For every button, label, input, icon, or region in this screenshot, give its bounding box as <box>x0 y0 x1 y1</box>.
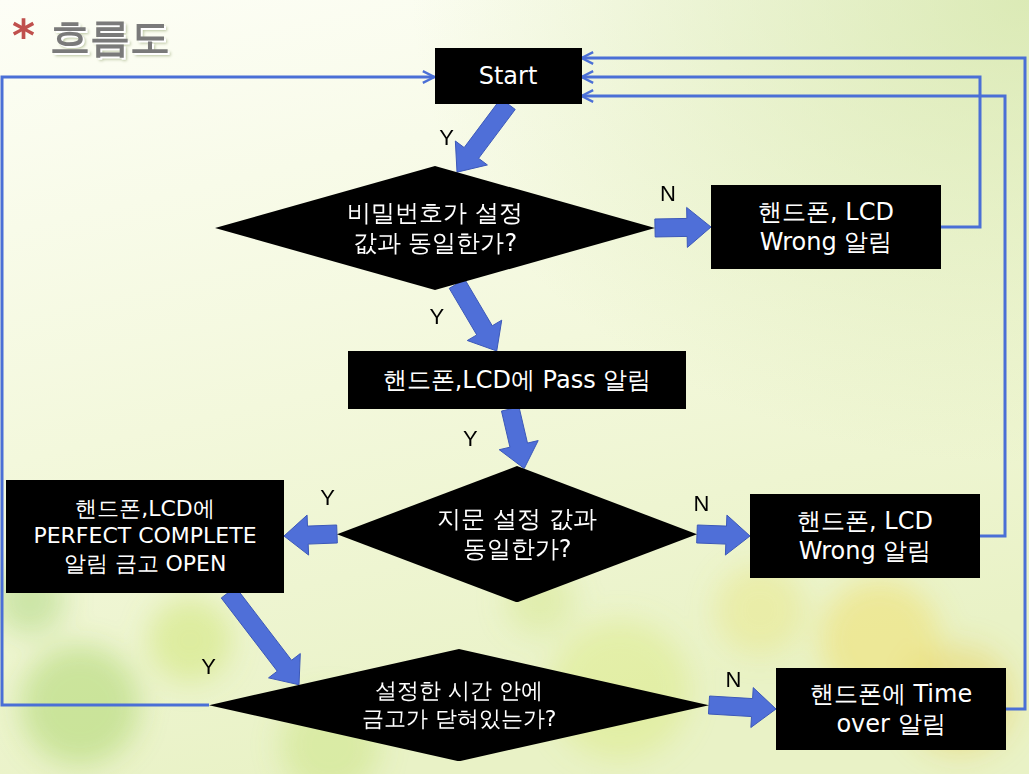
diamond-fill <box>337 466 697 602</box>
node-text: 핸드폰, LCD Wrong 알림 <box>758 506 972 566</box>
process-box: 핸드폰에 Time over 알림 <box>776 668 1006 750</box>
node-text-block: 핸드폰,LCD에 Pass 알림 <box>383 365 652 395</box>
title-marker: * <box>12 14 35 58</box>
branch-label: Y <box>201 656 216 678</box>
branch-label: Y <box>320 487 335 509</box>
node-text-block: 지문 설정 값과 동일한가? <box>436 504 598 564</box>
diamond-fill <box>209 649 709 761</box>
branch-label: N <box>726 669 742 691</box>
node-text: 핸드폰,LCD에 PERFECT COMPLETE 알림 금고 OPEN <box>25 495 265 578</box>
node-text-block: Start <box>479 61 538 91</box>
process-box: 핸드폰, LCD Wrong 알림 <box>750 494 980 578</box>
block-arrow <box>655 207 711 247</box>
block-arrow <box>455 99 515 173</box>
node-text: Start <box>479 61 538 91</box>
process-box: 핸드폰,LCD에 Pass 알림 <box>348 351 686 409</box>
node-text: 핸드폰, LCD Wrong 알림 <box>719 197 933 257</box>
branch-label: N <box>660 183 676 205</box>
branch-label: Y <box>463 428 478 450</box>
block-arrow <box>284 515 337 555</box>
node-text-block: 비밀번호가 설정 값과 동일한가? <box>336 198 534 258</box>
process-box: 핸드폰, LCD Wrong 알림 <box>711 185 941 269</box>
node-text: 설정한 시간 안에 금고가 닫혀있는가? <box>347 677 572 732</box>
block-arrow <box>221 587 300 685</box>
node-text-block: 핸드폰, LCD Wrong 알림 <box>758 506 972 566</box>
block-arrow <box>499 407 538 469</box>
slide-title: 흐름도 <box>50 10 170 65</box>
node-text-block: 핸드폰,LCD에 PERFECT COMPLETE 알림 금고 OPEN <box>25 495 265 578</box>
block-arrow <box>697 515 750 555</box>
node-text: 핸드폰,LCD에 Pass 알림 <box>383 365 652 395</box>
diamond-fill <box>215 166 655 290</box>
diamond-outline <box>337 466 697 602</box>
node-text-block: 핸드폰, LCD Wrong 알림 <box>719 197 933 257</box>
branch-label: Y <box>430 306 445 328</box>
process-box: 핸드폰,LCD에 PERFECT COMPLETE 알림 금고 OPEN <box>6 480 284 593</box>
decision-diamond: 지문 설정 값과 동일한가? <box>337 466 697 602</box>
node-text-block: 설정한 시간 안에 금고가 닫혀있는가? <box>347 677 572 732</box>
process-box: Start <box>435 48 582 104</box>
decision-diamond: 비밀번호가 설정 값과 동일한가? <box>215 166 655 290</box>
node-text: 핸드폰에 Time over 알림 <box>784 679 998 739</box>
return-line <box>582 96 1006 536</box>
block-arrow <box>708 688 776 728</box>
block-arrow <box>449 279 501 351</box>
branch-label: Y <box>439 127 454 149</box>
diamond-outline <box>209 649 709 761</box>
node-text-block: 핸드폰에 Time over 알림 <box>784 679 998 739</box>
node-text: 비밀번호가 설정 값과 동일한가? <box>336 198 534 258</box>
diamond-outline <box>215 166 655 290</box>
node-text: 지문 설정 값과 동일한가? <box>436 504 598 564</box>
branch-label: N <box>694 493 710 515</box>
decision-diamond: 설정한 시간 안에 금고가 닫혀있는가? <box>209 649 709 761</box>
